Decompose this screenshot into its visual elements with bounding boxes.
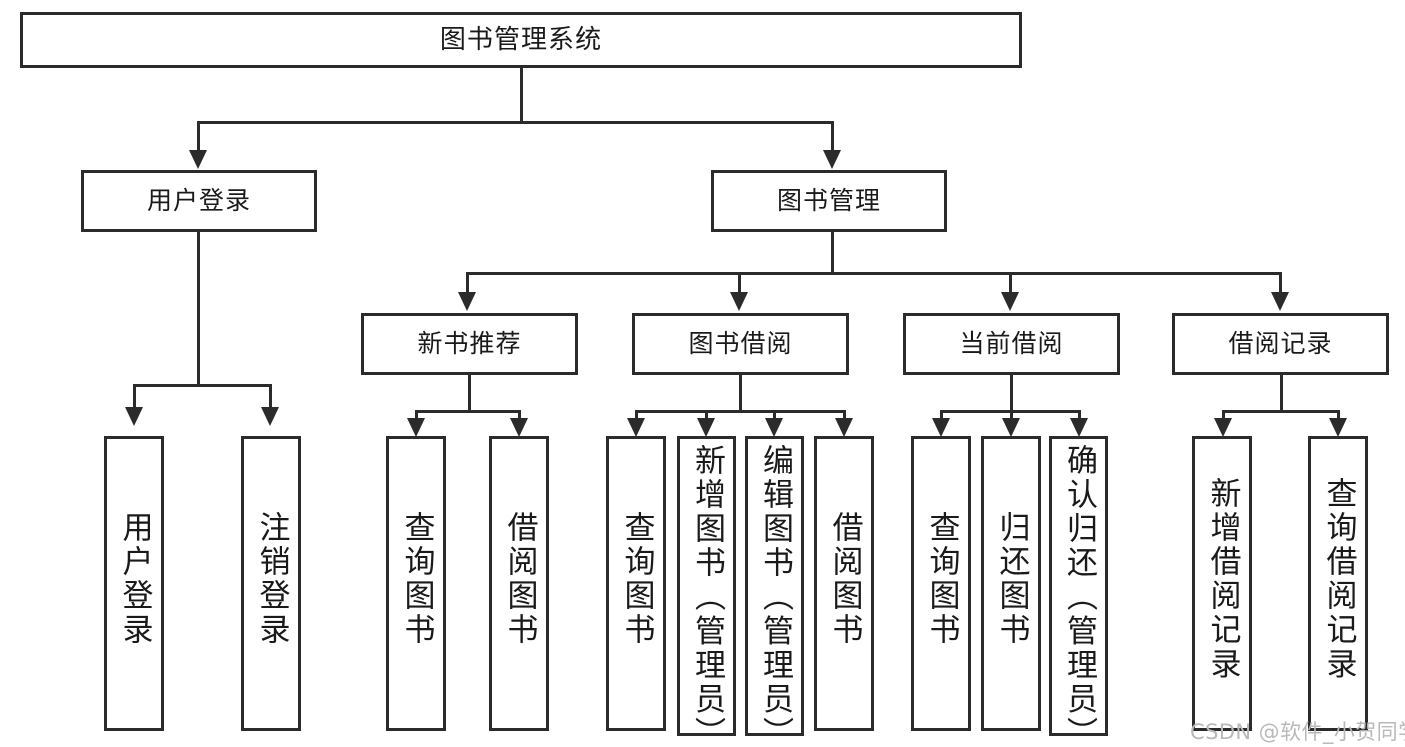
leaf-label: 查询图书	[398, 511, 435, 648]
arrowhead-leaf-query-book-3	[932, 418, 950, 437]
leaf-label: 查询图书	[618, 511, 655, 648]
leaf-label: 借阅图书	[826, 511, 863, 648]
arrowhead-leaf-logout-login	[261, 407, 279, 426]
leaf-label: 编辑图书（管理员）	[757, 444, 793, 747]
leaf-borrow-book-2[interactable]: 借阅图书	[814, 436, 874, 731]
node-label: 当前借阅	[959, 329, 1064, 359]
connector-book-borrow-drop-1	[635, 410, 638, 422]
leaf-query-book-2[interactable]: 查询图书	[606, 436, 666, 731]
arrowhead-current-borrow	[1001, 292, 1019, 311]
connector-root-to-book-manage	[831, 121, 834, 152]
arrowhead-leaf-borrow-book-1	[510, 418, 528, 437]
arrowhead-book-manage	[823, 150, 841, 169]
connector-borrow-record-stem	[1280, 375, 1283, 412]
arrowhead-leaf-add-book	[697, 418, 715, 437]
connector-book-borrow-stem	[739, 375, 742, 412]
node-label: 图书管理系统	[439, 24, 603, 55]
connector-book-borrow-drop-3	[773, 410, 776, 422]
node-user-login[interactable]: 用户登录	[81, 170, 317, 232]
connector-drop-new-book	[466, 272, 469, 294]
arrowhead-leaf-add-record	[1214, 418, 1232, 437]
leaf-borrow-book-1[interactable]: 借阅图书	[489, 436, 549, 731]
node-current-borrow[interactable]: 当前借阅	[903, 313, 1120, 375]
connector-new-book-stem	[468, 375, 471, 412]
connector-borrow-record-bus	[1222, 410, 1340, 413]
leaf-edit-book[interactable]: 编辑图书（管理员）	[745, 436, 804, 747]
leaf-add-record[interactable]: 新增借阅记录	[1192, 436, 1252, 731]
connector-book-manage-bus	[466, 272, 1282, 275]
node-label: 用户登录	[146, 186, 251, 216]
leaf-label: 新增借阅记录	[1204, 477, 1241, 682]
connector-user-login-drop-1	[133, 384, 136, 409]
leaf-label: 归还图书	[993, 511, 1030, 648]
arrowhead-book-borrow	[730, 292, 748, 311]
node-label: 借阅记录	[1228, 329, 1333, 359]
arrowhead-leaf-user-login	[125, 407, 143, 426]
connector-current-borrow-drop-1	[940, 410, 943, 422]
leaf-label: 借阅图书	[501, 511, 538, 648]
leaf-label: 查询图书	[923, 511, 960, 648]
connector-book-borrow-bus	[635, 410, 846, 413]
connector-drop-borrow-record	[1279, 272, 1282, 294]
connector-borrow-record-drop-1	[1222, 410, 1225, 422]
arrowhead-new-book-recommend	[458, 292, 476, 311]
arrowhead-leaf-return-book	[1002, 418, 1020, 437]
node-label: 图书借阅	[688, 329, 793, 359]
connector-user-login-bus	[133, 384, 272, 387]
leaf-add-book[interactable]: 新增图书（管理员）	[677, 436, 736, 747]
arrowhead-leaf-query-book-2	[627, 418, 645, 437]
node-new-book-recommend[interactable]: 新书推荐	[361, 313, 578, 375]
node-borrow-record[interactable]: 借阅记录	[1172, 313, 1389, 375]
connector-drop-current-borrow	[1009, 272, 1012, 294]
leaf-label: 确认归还（管理员）	[1061, 444, 1097, 747]
leaf-query-book-3[interactable]: 查询图书	[911, 436, 971, 731]
leaf-user-login[interactable]: 用户登录	[104, 436, 164, 731]
arrowhead-user-login	[189, 150, 207, 169]
node-label: 图书管理	[776, 186, 881, 216]
connector-borrow-record-drop-2	[1337, 410, 1340, 422]
connector-new-book-drop-1	[415, 410, 418, 422]
connector-root-to-user-login	[197, 121, 200, 152]
node-book-management-system[interactable]: 图书管理系统	[20, 12, 1022, 68]
connector-user-login-stem	[197, 232, 200, 386]
leaf-label: 新增图书（管理员）	[689, 444, 725, 747]
arrowhead-leaf-confirm-return	[1070, 418, 1088, 437]
arrowhead-leaf-query-book-1	[407, 418, 425, 437]
connector-current-borrow-drop-3	[1078, 410, 1081, 422]
connector-new-book-drop-2	[518, 410, 521, 422]
leaf-logout-login[interactable]: 注销登录	[241, 436, 301, 731]
arrowhead-borrow-record	[1271, 292, 1289, 311]
leaf-confirm-return[interactable]: 确认归还（管理员）	[1049, 436, 1108, 747]
connector-new-book-bus	[415, 410, 521, 413]
node-book-borrow[interactable]: 图书借阅	[632, 313, 849, 375]
connector-current-borrow-stem	[1010, 375, 1013, 412]
connector-drop-book-borrow	[738, 272, 741, 294]
connector-book-borrow-drop-2	[705, 410, 708, 422]
arrowhead-leaf-query-record	[1329, 418, 1347, 437]
connector-current-borrow-drop-2	[1010, 410, 1013, 422]
leaf-label: 用户登录	[116, 511, 153, 648]
node-book-management[interactable]: 图书管理	[711, 170, 947, 232]
connector-root-bus	[197, 121, 834, 124]
leaf-query-book-1[interactable]: 查询图书	[386, 436, 446, 731]
arrowhead-leaf-edit-book	[765, 418, 783, 437]
leaf-query-record[interactable]: 查询借阅记录	[1308, 436, 1368, 731]
connector-user-login-drop-2	[269, 384, 272, 409]
leaf-label: 注销登录	[253, 511, 290, 648]
leaf-label: 查询借阅记录	[1320, 477, 1357, 682]
arrowhead-leaf-borrow-book-2	[835, 418, 853, 437]
connector-book-borrow-drop-4	[843, 410, 846, 422]
connector-book-manage-stem	[831, 232, 834, 274]
connector-root-stem	[520, 68, 523, 123]
node-label: 新书推荐	[417, 329, 522, 359]
leaf-return-book[interactable]: 归还图书	[981, 436, 1041, 731]
